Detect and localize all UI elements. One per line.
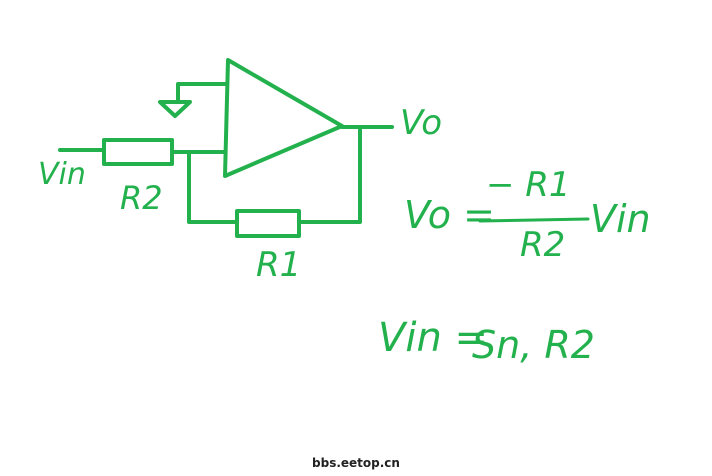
input-equation-lhs: Vin = (378, 315, 489, 361)
ground-symbol (158, 100, 192, 118)
feedback-right-wire (297, 125, 362, 224)
fraction-bar (478, 217, 590, 223)
site-watermark: bbs.eetop.cn (312, 456, 400, 470)
resistor-r1-label: R1 (256, 245, 302, 285)
feedback-left-wire (187, 150, 239, 224)
resistor-r1 (235, 209, 301, 238)
gain-equation-numerator: − R1 (486, 165, 571, 205)
gain-equation-input-term: Vin (590, 197, 651, 241)
op-amp-triangle (223, 58, 344, 178)
gain-equation-denominator: R2 (520, 225, 566, 265)
resistor-r2-label: R2 (120, 179, 163, 217)
input-voltage-label: Vin (38, 157, 86, 192)
output-voltage-label: Vo (400, 103, 443, 143)
resistor-r2 (102, 138, 174, 166)
gain-equation-lhs: Vo = (404, 193, 495, 237)
input-equation-rhs: Sn, R2 (472, 323, 595, 367)
noninverting-input-wire (176, 82, 227, 104)
